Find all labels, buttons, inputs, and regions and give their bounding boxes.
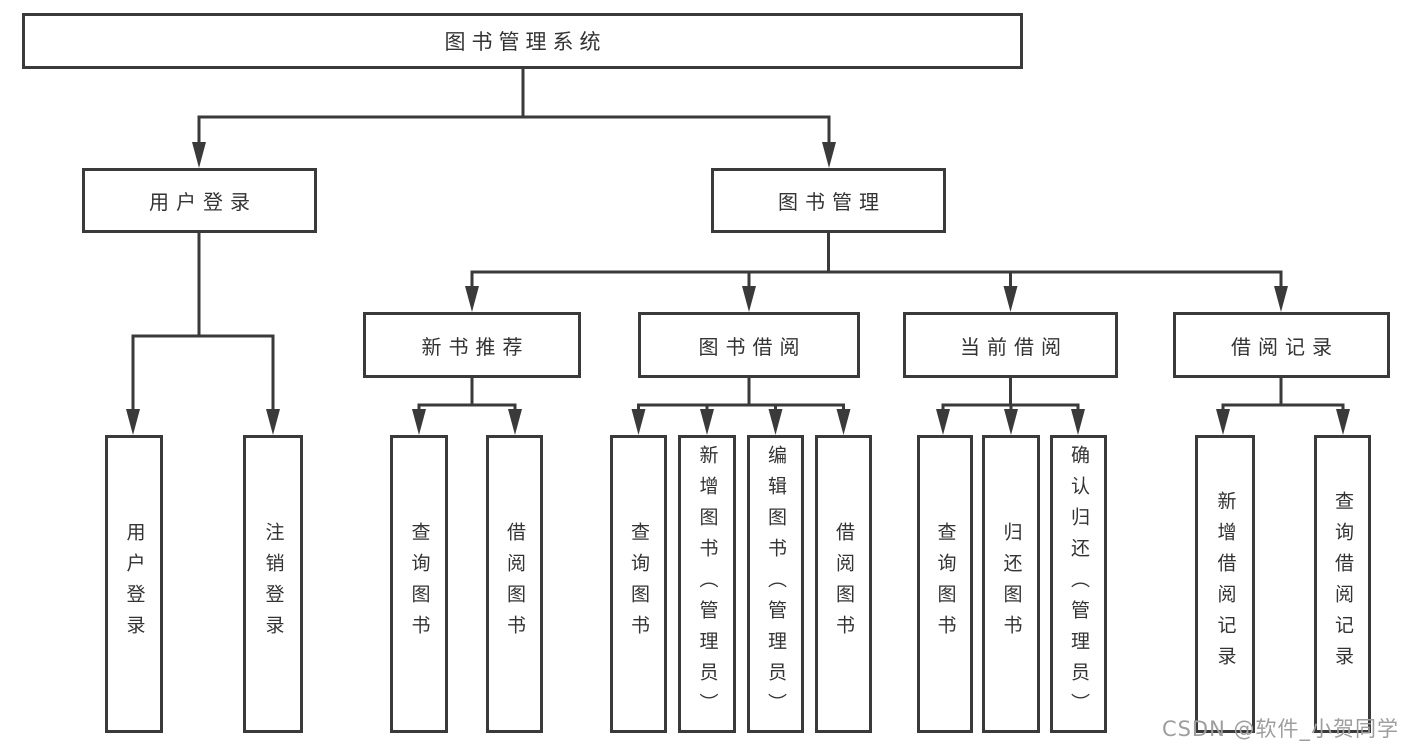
node-book-management: 图书管理 [711, 168, 946, 233]
node-root: 图书管理系统 [22, 13, 1023, 69]
node-current-borrowing-label: 当前借阅 [960, 334, 1068, 359]
node-leaf-user-login-label: 用户登录 [123, 522, 146, 646]
node-leaf-borrow-books-recommend-label: 借阅图书 [503, 522, 526, 646]
node-book-borrowing: 图书借阅 [638, 312, 860, 378]
node-leaf-query-borrow-record-label: 查询借阅记录 [1331, 491, 1354, 677]
node-user-login: 用户登录 [82, 168, 317, 233]
node-borrowing-records-label: 借阅记录 [1231, 334, 1339, 359]
node-user-login-label: 用户登录 [149, 190, 257, 214]
node-leaf-logout-label: 注销登录 [262, 522, 285, 646]
node-leaf-add-borrow-record: 新增借阅记录 [1195, 435, 1255, 733]
node-leaf-query-books-recommend: 查询图书 [390, 435, 448, 733]
node-borrowing-records: 借阅记录 [1173, 312, 1390, 378]
node-leaf-borrow-books-borrowing-label: 借阅图书 [832, 522, 855, 646]
node-leaf-borrow-books-borrowing: 借阅图书 [815, 435, 872, 733]
node-leaf-edit-books-admin: 编辑图书（管理员） [747, 435, 804, 733]
node-leaf-query-books-recommend-label: 查询图书 [408, 522, 431, 646]
node-book-management-label: 图书管理 [778, 190, 886, 214]
node-leaf-borrow-books-recommend: 借阅图书 [486, 435, 543, 733]
node-leaf-confirm-return-admin: 确认归还（管理员） [1050, 435, 1107, 733]
node-leaf-return-books-label: 归还图书 [1000, 522, 1023, 646]
csdn-watermark: CSDN @软件_小贺同学 [1161, 717, 1399, 741]
node-leaf-query-borrow-record: 查询借阅记录 [1314, 435, 1371, 733]
node-leaf-query-books-current: 查询图书 [917, 435, 973, 733]
node-leaf-query-books-current-label: 查询图书 [934, 522, 957, 646]
node-leaf-user-login: 用户登录 [105, 435, 163, 733]
node-leaf-logout: 注销登录 [243, 435, 303, 733]
node-leaf-query-books-borrowing: 查询图书 [610, 435, 667, 733]
node-new-book-recommend: 新书推荐 [363, 312, 581, 378]
node-leaf-return-books: 归还图书 [982, 435, 1040, 733]
node-leaf-query-books-borrowing-label: 查询图书 [627, 522, 650, 646]
node-leaf-add-books-admin-label: 新增图书（管理员） [696, 444, 719, 724]
node-book-borrowing-label: 图书借阅 [698, 334, 807, 359]
node-current-borrowing: 当前借阅 [903, 312, 1118, 378]
node-leaf-confirm-return-admin-label: 确认归还（管理员） [1067, 444, 1090, 724]
node-leaf-add-borrow-record-label: 新增借阅记录 [1214, 491, 1237, 677]
node-leaf-edit-books-admin-label: 编辑图书（管理员） [764, 444, 787, 724]
node-root-label: 图书管理系统 [444, 30, 607, 54]
node-leaf-add-books-admin: 新增图书（管理员） [678, 435, 736, 733]
node-new-book-recommend-label: 新书推荐 [421, 334, 530, 359]
